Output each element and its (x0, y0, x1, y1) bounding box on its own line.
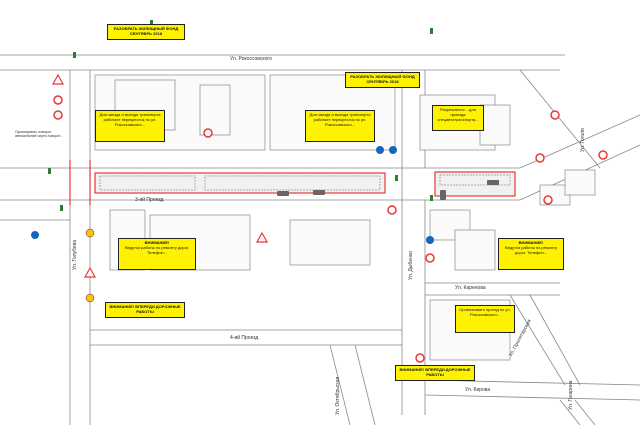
prohibitory-sign-icon (598, 150, 608, 160)
sign-top-right: РАЗОБРАТЬ ЖИЛИЩНЫЙ ФОНД СЕНТЯБРЬ 2018 (345, 72, 420, 88)
prohibitory-sign-icon (53, 110, 63, 120)
warning-sign-icon (255, 231, 269, 243)
traffic-light-icon (430, 28, 433, 34)
traffic-lights (48, 20, 433, 211)
road-outlines (0, 54, 640, 425)
traffic-light-icon (395, 175, 398, 181)
work-zone-right (434, 171, 516, 197)
mandatory-sign-icon (31, 231, 39, 239)
prohibitory-sign-icon (550, 110, 560, 120)
sign-top-left: РАЗОБРАТЬ ЖИЛИЩНЫЙ ФОНД СЕНТЯБРЬ 2018 (107, 24, 185, 40)
work-zone-main (94, 172, 386, 194)
traffic-light-icon (60, 205, 63, 211)
box-bottom-right: Организовать проезд по ул. Рокоссовского… (455, 305, 515, 333)
mandatory-sign-icon (426, 236, 434, 244)
traffic-light-icon (430, 195, 433, 201)
street-label-right: Ул. Дыбенко (408, 251, 414, 280)
traffic-light-icon (73, 52, 76, 58)
warning-sign-icon (51, 73, 65, 85)
prohibitory-sign-icon (387, 205, 397, 215)
prohibitory-sign-icon (425, 253, 435, 263)
box-center: ВНИМАНИЕ!Ведутся работы по ремонту дорог… (118, 238, 196, 270)
box-right: ВНИМАНИЕ!Ведутся работы по ремонту дорог… (498, 238, 564, 270)
street-label-lane1: 3-ий Проезд (135, 197, 164, 203)
info-sign-icon (85, 293, 95, 303)
road-signs (31, 73, 608, 363)
prohibitory-sign-icon (53, 95, 63, 105)
street-label-top: Ул. Рокоссовского (230, 56, 272, 62)
street-label-bottom-left: Ул. Октябрьская (335, 376, 341, 415)
mandatory-sign-icon (376, 146, 384, 154)
traffic-light-icon (48, 168, 51, 174)
prohibitory-sign-icon (543, 195, 553, 205)
note-mid-left: Для заезда и выезда транспорта работает … (95, 110, 165, 142)
vehicles (277, 180, 499, 200)
traffic-light-icon (150, 20, 153, 26)
info-sign-icon (85, 228, 95, 238)
street-label-right-bottom: Ул. Каренова (455, 285, 486, 291)
prohibitory-sign-icon (535, 153, 545, 163)
note-mid-right: Для заезда и выезда транспорта работает … (305, 110, 375, 142)
street-label-bottom: Ул. Кирова (465, 387, 491, 393)
warning-bottom: ВНИМАНИЕ! ВПЕРЕДИ ДОРОЖНЫЕ РАБОТЫ (395, 365, 475, 381)
work-zones (69, 160, 516, 205)
car (440, 190, 446, 200)
warning-sign-icon (83, 266, 97, 278)
street-label-right-top: Ул. Гоголя (580, 128, 586, 152)
note-left: Организовать поворот автомобилей через п… (15, 130, 64, 138)
street-label-left: Ул. Голубева (72, 239, 78, 270)
street-label-bottom-right: Ул. Гагарина (568, 380, 574, 410)
no-entry-sign-icon (203, 128, 213, 138)
car (487, 180, 499, 185)
car (277, 191, 289, 196)
street-label-lane2: 4-ий Проезд (230, 335, 259, 341)
note-right-small: Разрешается ...для проезда спецавтотранс… (432, 105, 484, 131)
mandatory-sign-icon (389, 146, 397, 154)
car (313, 190, 325, 195)
prohibitory-sign-icon (415, 353, 425, 363)
warning-left: ВНИМАНИЕ! ВПЕРЕДИ ДОРОЖНЫЕ РАБОТЫ (105, 302, 185, 318)
